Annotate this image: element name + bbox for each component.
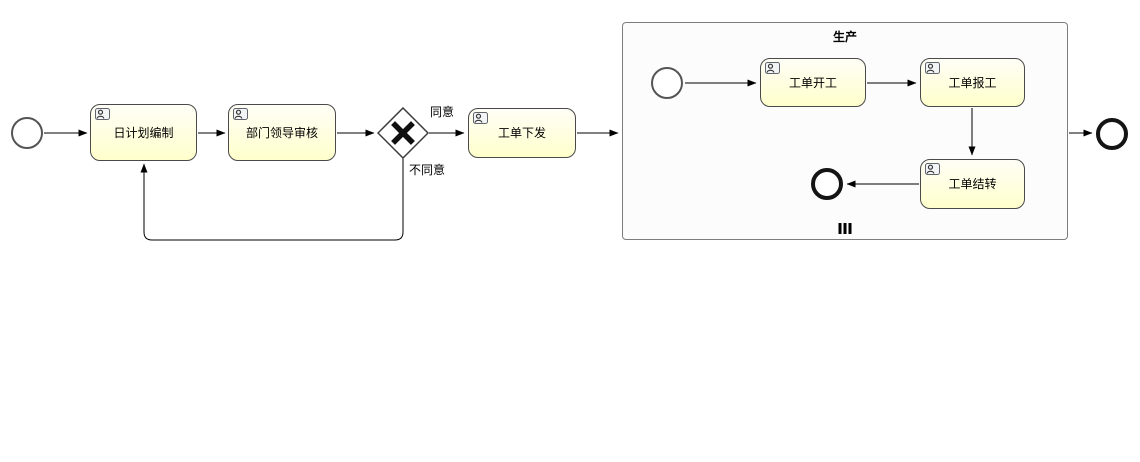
task-label: 工单开工	[788, 75, 837, 90]
task-label: 日计划编制	[113, 125, 174, 140]
multi-instance-marker-icon	[838, 223, 852, 234]
task-work-order-report: 工单报工	[920, 58, 1025, 107]
subprocess-start-event	[651, 67, 683, 99]
task-label: 工单结转	[948, 177, 997, 191]
end-event	[1096, 118, 1128, 150]
user-task-icon	[233, 108, 248, 120]
user-task-icon	[95, 108, 110, 120]
task-work-order-carryover: 工单结转	[920, 159, 1025, 209]
exclusive-gateway	[376, 106, 430, 160]
task-work-order-issue: 工单下发	[468, 108, 576, 158]
subprocess-title: 生产	[832, 30, 857, 44]
task-work-order-start: 工单开工	[760, 58, 866, 107]
task-label: 工单报工	[948, 75, 997, 90]
task-label: 工单下发	[497, 126, 546, 140]
flow-disagree-loop	[140, 158, 404, 241]
task-daily-plan-compile: 日计划编制	[90, 104, 197, 161]
user-task-icon	[925, 163, 940, 175]
user-task-icon	[473, 112, 488, 124]
user-task-icon	[925, 62, 940, 74]
task-label: 部门领导审核	[245, 125, 318, 140]
flow-label-agree: 同意	[430, 105, 455, 119]
task-dept-leader-review: 部门领导审核	[228, 104, 336, 161]
gateway-x-icon	[391, 121, 415, 145]
flow-label-disagree: 不同意	[409, 163, 446, 177]
subprocess-end-event	[811, 168, 843, 200]
start-event	[11, 117, 43, 149]
user-task-icon	[765, 62, 780, 74]
